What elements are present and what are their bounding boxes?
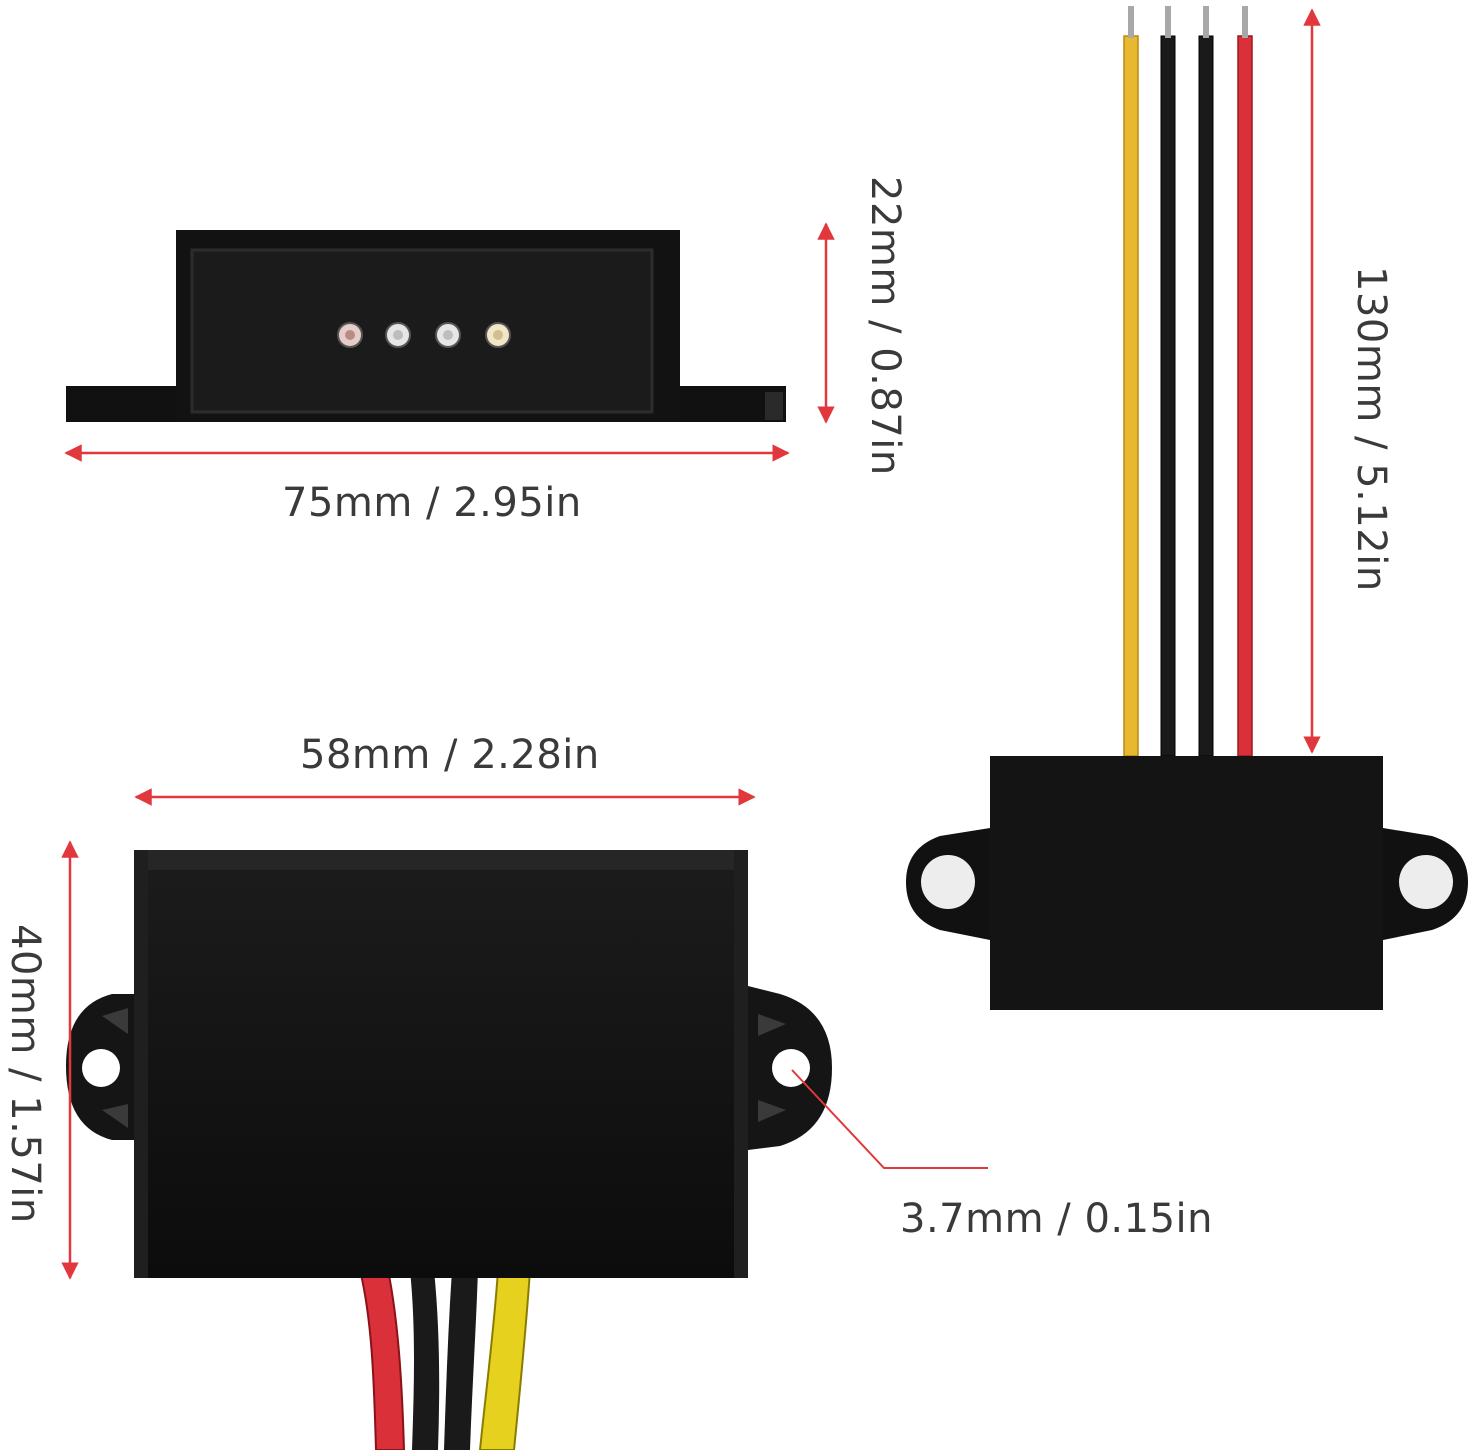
wire-yellow	[478, 1269, 532, 1450]
wire-black	[410, 1270, 440, 1450]
top-view-module	[61, 788, 988, 1450]
side-height-label: 22mm / 0.87in	[862, 176, 908, 476]
top-view-body	[134, 850, 748, 1278]
right-view-body	[990, 756, 1383, 1010]
hole-leader-line	[791, 1069, 988, 1169]
mounting-hole-icon	[772, 1049, 810, 1087]
mounting-hole-icon	[1399, 855, 1453, 909]
side-width-label: 75mm / 2.95in	[282, 480, 582, 526]
hole-diameter-label: 3.7mm / 0.15in	[900, 1196, 1213, 1242]
mounting-hole-icon	[82, 1049, 120, 1087]
side-view-module	[64, 222, 835, 462]
connector-pins	[337, 322, 511, 348]
wire-black	[1198, 35, 1214, 757]
mounting-hole-icon	[921, 855, 975, 909]
wire-bundle-bottom	[358, 1269, 532, 1450]
top-height-label: 40mm / 1.57in	[2, 924, 48, 1224]
wire-length-label: 130mm / 5.12in	[1348, 266, 1394, 592]
wire-red	[1237, 35, 1253, 757]
wire-red	[358, 1269, 406, 1450]
wire-yellow	[1123, 35, 1139, 757]
right-view-module	[906, 6, 1468, 1010]
wire-black	[1160, 35, 1176, 757]
top-width-label: 58mm / 2.28in	[300, 732, 600, 778]
wire-black	[444, 1270, 478, 1450]
wire-bundle-right	[1123, 6, 1253, 757]
